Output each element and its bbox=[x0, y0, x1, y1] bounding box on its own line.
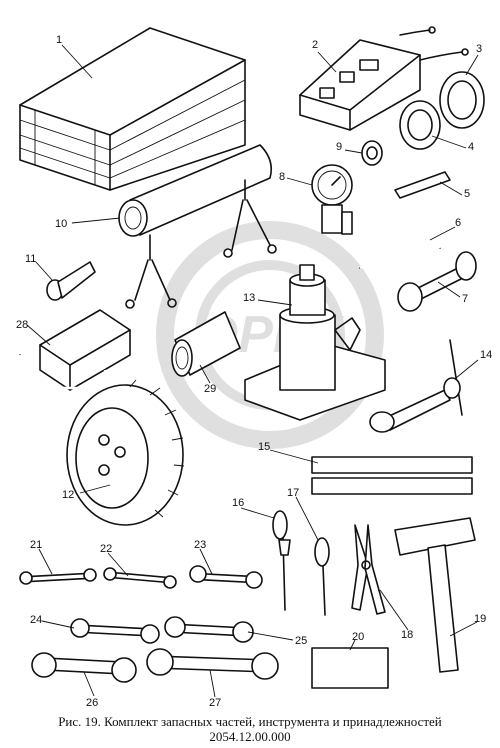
label-20: 20 bbox=[352, 631, 364, 643]
label-25: 25 bbox=[295, 635, 307, 647]
part-18-pliers bbox=[351, 524, 386, 615]
label-29: 29 bbox=[204, 383, 216, 395]
part-12-wheel bbox=[66, 379, 185, 526]
part-17-screwdriver bbox=[314, 537, 330, 616]
label-24: 24 bbox=[30, 614, 42, 626]
part-6-l-wrench bbox=[359, 230, 442, 270]
part-1-box bbox=[19, 27, 246, 191]
label-15: 15 bbox=[258, 441, 270, 453]
part-13-jack bbox=[244, 264, 386, 421]
label-23: 23 bbox=[194, 539, 206, 551]
part-20-plate bbox=[311, 647, 389, 689]
part-14-t-socket bbox=[369, 339, 463, 433]
part-7-socket-wrench bbox=[397, 251, 477, 312]
part-25-wrench bbox=[164, 616, 254, 643]
label-13: 13 bbox=[243, 292, 255, 304]
figure-caption: Рис. 19. Комплект запасных частей, инстр… bbox=[58, 714, 442, 729]
part-5-pin bbox=[394, 171, 451, 199]
label-7: 7 bbox=[462, 293, 468, 305]
part-28-connector bbox=[15, 309, 131, 391]
part-3-ring bbox=[439, 71, 485, 129]
label-14: 14 bbox=[480, 349, 492, 361]
part-19-hammer bbox=[394, 517, 476, 673]
label-5: 5 bbox=[464, 188, 470, 200]
label-1: 1 bbox=[56, 34, 62, 46]
part-10-tow-roller bbox=[118, 144, 277, 309]
part-24-wrench bbox=[70, 618, 160, 644]
part-8-gauge bbox=[311, 164, 353, 235]
label-19: 19 bbox=[474, 613, 486, 625]
part-23-wrench bbox=[189, 565, 263, 589]
part-29-sleeve bbox=[171, 311, 241, 377]
callout-labels: 1 2 3 4 5 6 7 8 9 10 11 12 13 14 15 16 1… bbox=[16, 34, 492, 709]
label-26: 26 bbox=[86, 697, 98, 709]
label-17: 17 bbox=[287, 487, 299, 499]
part-22-wrench bbox=[103, 567, 177, 589]
label-2: 2 bbox=[312, 39, 318, 51]
label-11: 11 bbox=[25, 253, 36, 265]
part-16-screwdriver bbox=[272, 510, 291, 611]
part-15-strips bbox=[311, 456, 473, 495]
part-2-connector-block bbox=[299, 26, 469, 131]
label-10: 10 bbox=[55, 218, 67, 230]
leader-lines bbox=[26, 44, 479, 698]
label-4: 4 bbox=[468, 141, 474, 153]
part-26-wrench bbox=[31, 652, 137, 683]
label-28: 28 bbox=[16, 319, 28, 331]
label-22: 22 bbox=[100, 543, 112, 555]
part-21-wrench bbox=[19, 568, 97, 585]
label-9: 9 bbox=[336, 141, 342, 153]
part-4-ring bbox=[399, 100, 441, 150]
label-21: 21 bbox=[30, 539, 42, 551]
label-16: 16 bbox=[232, 497, 244, 509]
part-11-bolt bbox=[46, 261, 96, 301]
label-6: 6 bbox=[455, 217, 461, 229]
label-8: 8 bbox=[279, 171, 285, 183]
label-27: 27 bbox=[209, 697, 221, 709]
label-12: 12 bbox=[62, 489, 74, 501]
label-3: 3 bbox=[476, 43, 482, 55]
figure-code: 2054.12.00.000 bbox=[209, 729, 291, 744]
part-27-wrench bbox=[146, 648, 279, 680]
label-18: 18 bbox=[401, 629, 413, 641]
part-9-bushing bbox=[361, 140, 383, 166]
